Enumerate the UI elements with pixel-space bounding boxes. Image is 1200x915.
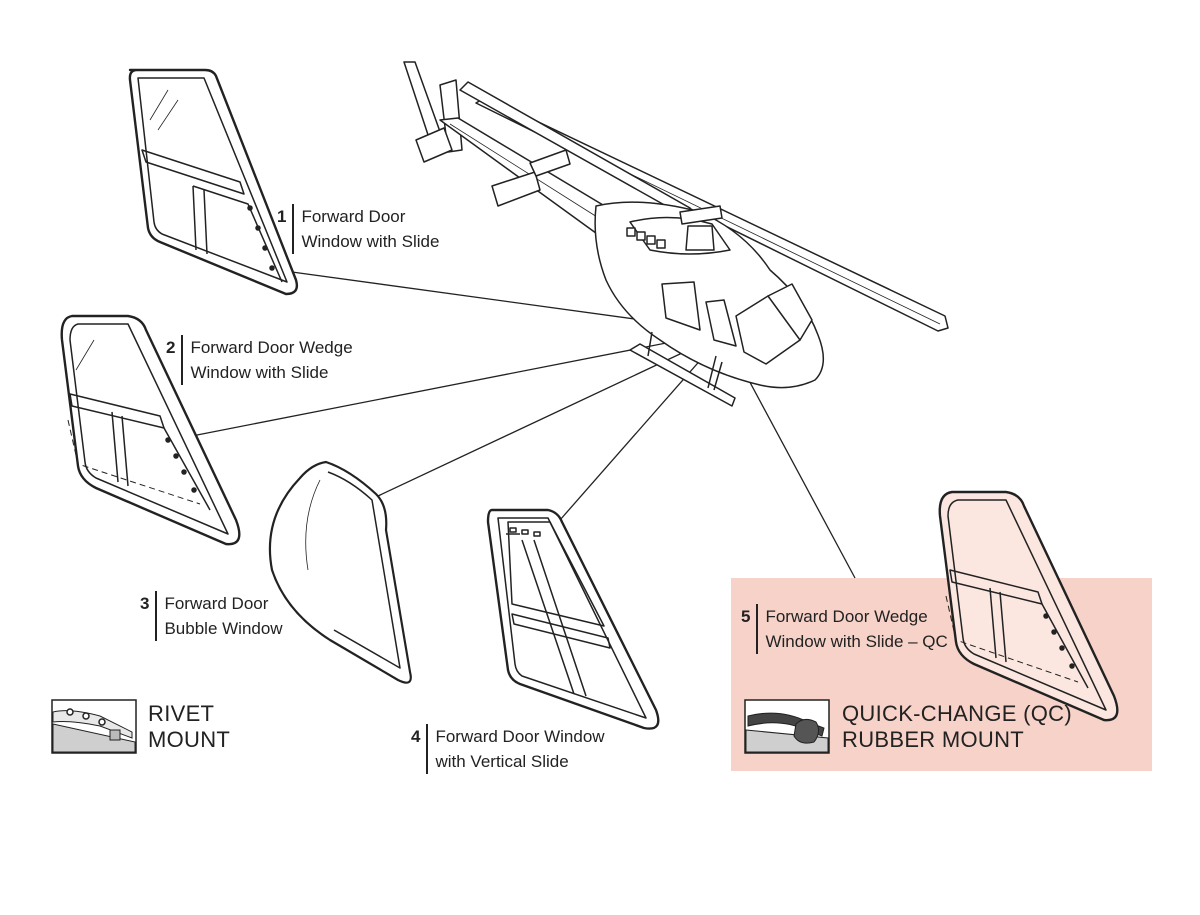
callout-2-line2: Window with Slide	[190, 363, 329, 382]
window-1-illustration	[128, 68, 299, 296]
callout-4: 4 Forward Door Window with Vertical Slid…	[411, 724, 605, 774]
rivet-mount-line2: MOUNT	[148, 727, 231, 752]
callout-2-number: 2	[166, 338, 176, 357]
qc-rubber-mount-icon	[744, 699, 830, 754]
window-4-illustration	[486, 508, 660, 730]
callout-3: 3 Forward Door Bubble Window	[140, 591, 283, 641]
callout-4-line2: with Vertical Slide	[435, 752, 569, 771]
callout-1-text: Forward Door Window with Slide	[292, 204, 439, 254]
callout-5-text: Forward Door Wedge Window with Slide – Q…	[756, 604, 948, 654]
rivet-mount-label: RIVET MOUNT	[148, 701, 230, 753]
callout-5-line2: Window with Slide – QC	[765, 632, 948, 651]
callout-5-number: 5	[741, 607, 751, 626]
callout-1: 1 Forward Door Window with Slide	[277, 204, 439, 254]
callout-4-text: Forward Door Window with Vertical Slide	[426, 724, 605, 774]
callout-1-line1: Forward Door	[301, 207, 406, 226]
callout-1-number: 1	[277, 207, 287, 226]
rivet-mount-line1: RIVET	[148, 701, 215, 726]
callout-2-line1: Forward Door Wedge	[190, 338, 353, 357]
helicopter-illustration	[403, 61, 949, 407]
window-2-illustration	[60, 314, 241, 546]
callout-3-text: Forward Door Bubble Window	[155, 591, 283, 641]
qc-mount-label: QUICK-CHANGE (QC) RUBBER MOUNT	[842, 701, 1072, 753]
window-5-illustration	[938, 490, 1119, 722]
callout-3-line2: Bubble Window	[164, 619, 283, 638]
callout-5: 5 Forward Door Wedge Window with Slide –…	[741, 604, 948, 654]
callout-2: 2 Forward Door Wedge Window with Slide	[166, 335, 353, 385]
callout-4-line1: Forward Door Window	[435, 727, 605, 746]
callout-3-number: 3	[140, 594, 150, 613]
callout-5-line1: Forward Door Wedge	[765, 607, 928, 626]
qc-mount-line2: RUBBER MOUNT	[842, 727, 1025, 752]
rivet-mount-icon	[51, 699, 137, 754]
qc-mount-line1: QUICK-CHANGE (QC)	[842, 701, 1072, 726]
callout-3-line1: Forward Door	[164, 594, 269, 613]
callout-2-text: Forward Door Wedge Window with Slide	[181, 335, 353, 385]
window-3-illustration	[268, 460, 412, 684]
callout-4-number: 4	[411, 727, 421, 746]
callout-1-line2: Window with Slide	[301, 232, 440, 251]
